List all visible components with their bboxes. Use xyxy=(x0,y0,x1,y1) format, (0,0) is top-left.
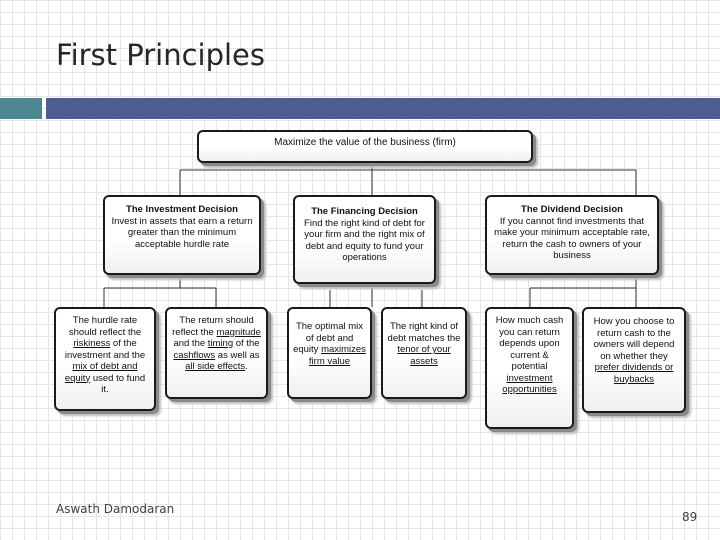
hurdle-underline-riskiness: riskiness xyxy=(73,338,111,349)
return-text-2: and the xyxy=(173,338,208,349)
return-text-5: . xyxy=(245,361,248,372)
investment-decision-text: Invest in assets that earn a return grea… xyxy=(111,215,253,250)
optimal-mix-box: The optimal mix of debt and equity maxim… xyxy=(287,307,372,399)
return-box: The return should reflect the magnitude … xyxy=(165,307,268,399)
right-kind-debt-box: The right kind of debt matches the tenor… xyxy=(381,307,467,399)
how-choose-return-box: How you choose to return cash to the own… xyxy=(582,307,686,413)
financing-decision-heading: The Financing Decision xyxy=(311,206,418,217)
return-text-3: of the xyxy=(233,338,260,349)
investment-decision-box: The Investment Decision Invest in assets… xyxy=(103,195,261,275)
root-objective-text: Maximize the value of the business (firm… xyxy=(274,137,456,148)
hurdle-rate-box: The hurdle rate should reflect the riski… xyxy=(54,307,156,411)
accent-bar-left xyxy=(0,98,42,119)
slide-title: First Principles xyxy=(56,38,266,72)
howchoose-text-1: How you choose to return cash to the own… xyxy=(593,316,675,362)
optimal-text-1: The optimal mix of debt and equity xyxy=(293,321,364,355)
rightkind-text-1: The right kind of debt matches the xyxy=(387,321,461,344)
dividend-decision-heading: The Dividend Decision xyxy=(521,204,623,215)
page-number: 89 xyxy=(682,510,698,524)
rightkind-underline-tenor: tenor of your assets xyxy=(397,344,451,367)
howmuch-underline-opportunities: investment opportunities xyxy=(502,372,557,396)
hurdle-text-1: The hurdle rate should reflect the xyxy=(68,315,142,338)
return-underline-side-effects: all side effects xyxy=(185,361,246,372)
optimal-underline-firm-value: maximizes firm value xyxy=(308,344,366,367)
financing-decision-text: Find the right kind of debt for your fir… xyxy=(304,217,425,264)
return-underline-magnitude: magnitude xyxy=(216,326,261,338)
dividend-decision-text: If you cannot find investments that make… xyxy=(494,215,650,262)
hurdle-text-2: of the investment and the xyxy=(64,338,146,361)
investment-decision-heading: The Investment Decision xyxy=(126,204,238,215)
accent-bar-right xyxy=(46,98,720,119)
howmuch-text-1: How much cash you can return depends upo… xyxy=(495,315,564,372)
hurdle-underline-mix: mix of debt and equity xyxy=(64,361,138,384)
return-underline-cashflows: cashflows xyxy=(173,349,216,361)
author-footer: Aswath Damodaran xyxy=(56,502,175,516)
dividend-decision-box: The Dividend Decision If you cannot find… xyxy=(485,195,659,275)
return-text-4: as well as xyxy=(215,349,260,361)
root-objective-box: Maximize the value of the business (firm… xyxy=(197,130,533,163)
financing-decision-box: The Financing Decision Find the right ki… xyxy=(293,195,436,284)
how-much-cash-box: How much cash you can return depends upo… xyxy=(485,307,574,429)
howchoose-underline-preference: prefer dividends or buybacks xyxy=(594,362,674,385)
return-text-1: The return should reflect the xyxy=(172,315,254,338)
return-underline-timing: timing xyxy=(207,338,234,349)
hurdle-text-3: used to fund it. xyxy=(90,372,146,396)
